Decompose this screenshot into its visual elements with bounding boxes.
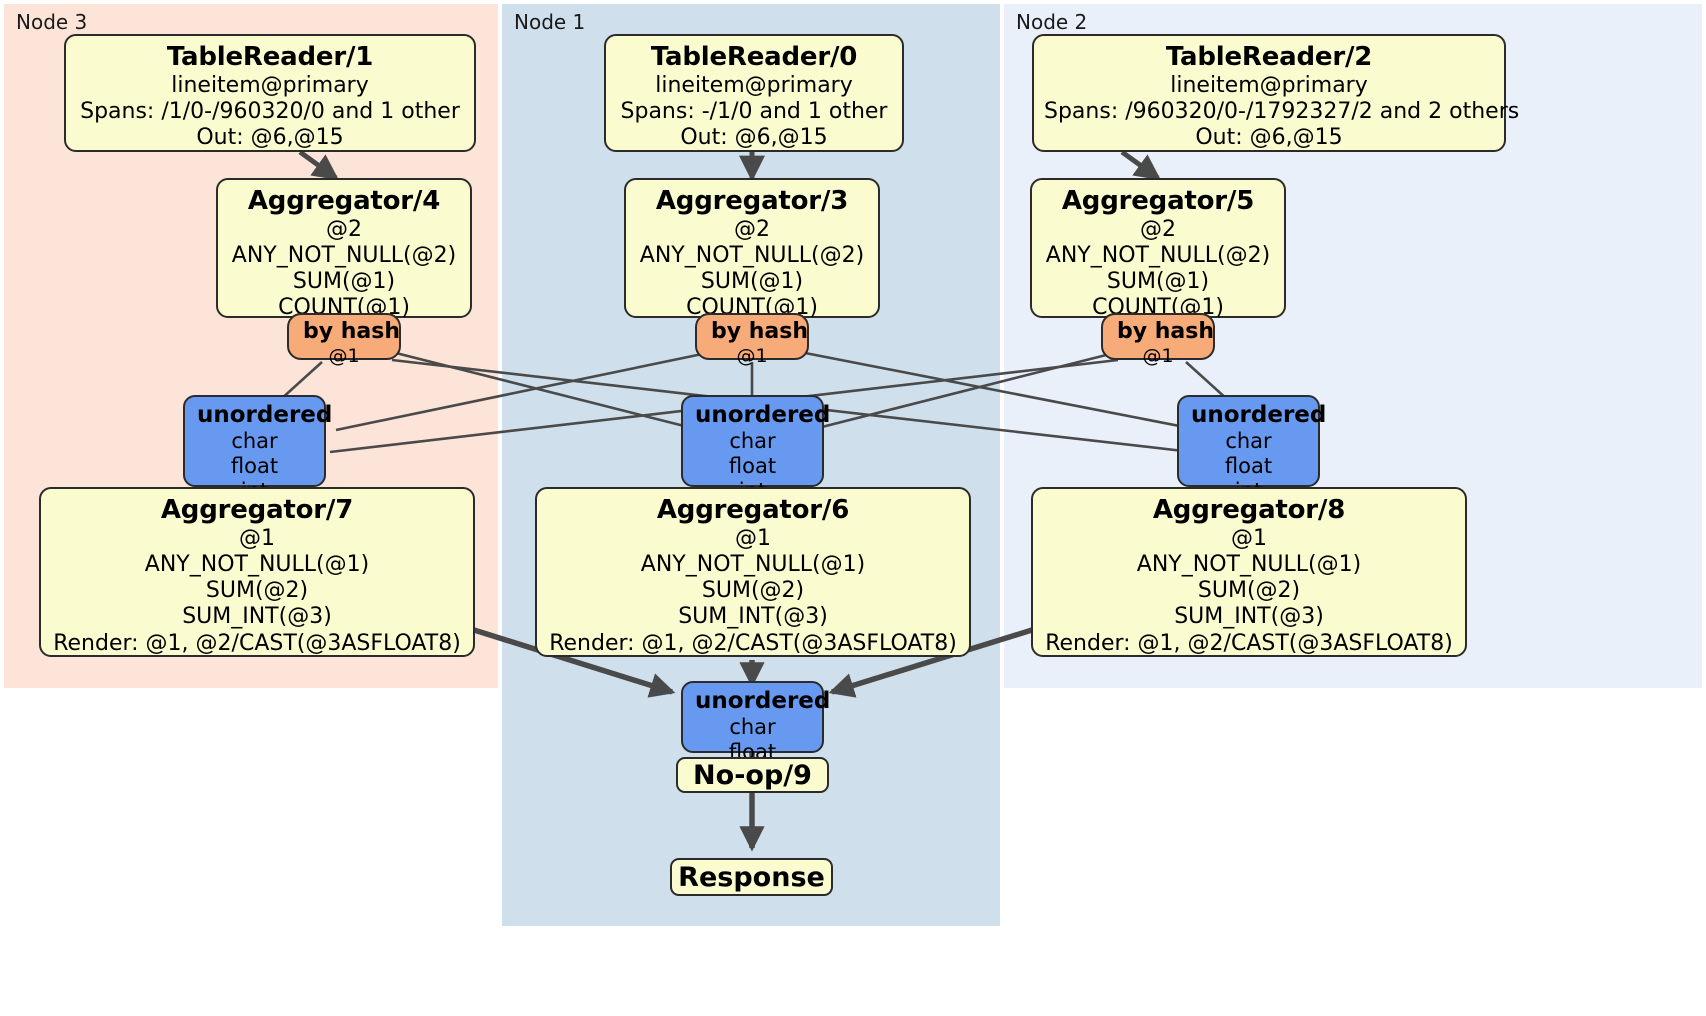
processor-agg-2: SUM(@2) [205, 578, 309, 604]
processor-no-op-9[interactable]: No-op/9 [676, 757, 829, 793]
synchronizer-title: unordered [197, 402, 333, 428]
processor-aggregator-4[interactable]: Aggregator/4 @2 ANY_NOT_NULL(@2) SUM(@1)… [216, 178, 472, 320]
processor-agg-2: SUM(@1) [292, 269, 396, 295]
synchronizer-unordered-node2[interactable]: unordered char float int [1177, 395, 1327, 503]
processor-title: Aggregator/4 [247, 186, 441, 216]
processor-spans: Spans: -/1/0 and 1 other [620, 99, 888, 125]
processor-agg-3: SUM_INT(@3) [182, 604, 332, 630]
processor-agg-1: ANY_NOT_NULL(@2) [639, 243, 865, 269]
processor-title: Aggregator/3 [655, 186, 849, 216]
router-title: by hash [711, 319, 809, 344]
synchronizer-type-1: char [729, 429, 776, 454]
processor-group-col: @2 [326, 216, 362, 242]
synchronizer-type-1: char [729, 715, 776, 740]
processor-spans: Spans: /1/0-/960320/0 and 1 other [80, 99, 460, 125]
processor-aggregator-3[interactable]: Aggregator/3 @2 ANY_NOT_NULL(@2) SUM(@1)… [624, 178, 880, 320]
processor-table-reader-1[interactable]: TableReader/1 lineitem@primary Spans: /1… [64, 34, 476, 152]
processor-title: Aggregator/8 [1152, 495, 1346, 525]
processor-agg-2: SUM(@2) [1197, 578, 1301, 604]
processor-aggregator-6[interactable]: Aggregator/6 @1 ANY_NOT_NULL(@1) SUM(@2)… [535, 487, 971, 657]
synchronizer-type-1: char [1225, 429, 1272, 454]
processor-render: Render: @1, @2/CAST(@3ASFLOAT8) [53, 630, 461, 656]
processor-agg-3: SUM_INT(@3) [678, 604, 828, 630]
processor-agg-1: ANY_NOT_NULL(@2) [1045, 243, 1271, 269]
processor-aggregator-5[interactable]: Aggregator/5 @2 ANY_NOT_NULL(@2) SUM(@1)… [1030, 178, 1286, 320]
synchronizer-unordered-final[interactable]: unordered char float [681, 681, 831, 764]
processor-title: TableReader/2 [1165, 42, 1373, 72]
processor-table: lineitem@primary [1170, 72, 1368, 98]
synchronizer-type-2: float [230, 453, 279, 478]
router-by-hash-node2[interactable]: by hash @1 [1101, 313, 1215, 367]
router-column: @1 [328, 344, 360, 367]
synchronizer-title: unordered [1191, 402, 1327, 428]
processor-render: Render: @1, @2/CAST(@3ASFLOAT8) [549, 630, 957, 656]
synchronizer-type-2: float [1224, 453, 1273, 478]
processor-aggregator-7[interactable]: Aggregator/7 @1 ANY_NOT_NULL(@1) SUM(@2)… [39, 487, 475, 657]
synchronizer-type-2: float [728, 453, 777, 478]
processor-table: lineitem@primary [655, 72, 853, 98]
router-title: by hash [303, 319, 401, 344]
processor-title: TableReader/0 [650, 42, 858, 72]
processor-title: Response [678, 861, 825, 893]
processor-agg-3: SUM_INT(@3) [1174, 604, 1324, 630]
processor-agg-2: SUM(@1) [700, 269, 804, 295]
synchronizer-unordered-node3[interactable]: unordered char float int [183, 395, 333, 503]
processor-agg-1: ANY_NOT_NULL(@1) [144, 552, 370, 578]
processor-out: Out: @6,@15 [1195, 125, 1343, 151]
processor-spans: Spans: /960320/0-/1792327/2 and 2 others [1044, 99, 1520, 125]
processor-title: Aggregator/5 [1061, 186, 1255, 216]
processor-agg-1: ANY_NOT_NULL(@1) [1136, 552, 1362, 578]
processor-title: No-op/9 [693, 759, 812, 791]
processor-table-reader-2[interactable]: TableReader/2 lineitem@primary Spans: /9… [1032, 34, 1520, 152]
node-panel-label-node1: Node 1 [514, 10, 586, 34]
router-column: @1 [736, 344, 768, 367]
processor-aggregator-8[interactable]: Aggregator/8 @1 ANY_NOT_NULL(@1) SUM(@2)… [1031, 487, 1467, 657]
node-panel-label-node3: Node 3 [16, 10, 88, 34]
processor-title: Aggregator/7 [160, 495, 354, 525]
node-panel-label-node2: Node 2 [1016, 10, 1088, 34]
processor-render: Render: @1, @2/CAST(@3ASFLOAT8) [1045, 630, 1453, 656]
processor-group-col: @1 [735, 525, 771, 551]
synchronizer-title: unordered [695, 688, 831, 714]
processor-agg-2: SUM(@2) [701, 578, 805, 604]
processor-agg-2: SUM(@1) [1106, 269, 1210, 295]
processor-out: Out: @6,@15 [196, 125, 344, 151]
router-by-hash-node3[interactable]: by hash @1 [287, 313, 401, 367]
synchronizer-type-1: char [231, 429, 278, 454]
processor-group-col: @2 [1140, 216, 1176, 242]
processor-table-reader-0[interactable]: TableReader/0 lineitem@primary Spans: -/… [604, 34, 904, 152]
processor-agg-1: ANY_NOT_NULL(@1) [640, 552, 866, 578]
processor-group-col: @1 [1231, 525, 1267, 551]
processor-title: Aggregator/6 [656, 495, 850, 525]
processor-table: lineitem@primary [171, 72, 369, 98]
processor-out: Out: @6,@15 [680, 125, 828, 151]
router-column: @1 [1142, 344, 1174, 367]
router-title: by hash [1117, 319, 1215, 344]
router-by-hash-node1[interactable]: by hash @1 [695, 313, 809, 367]
synchronizer-title: unordered [695, 402, 831, 428]
synchronizer-unordered-node1[interactable]: unordered char float int [681, 395, 831, 503]
processor-title: TableReader/1 [166, 42, 374, 72]
processor-group-col: @2 [734, 216, 770, 242]
processor-agg-1: ANY_NOT_NULL(@2) [231, 243, 457, 269]
processor-response[interactable]: Response [670, 858, 833, 896]
processor-group-col: @1 [239, 525, 275, 551]
